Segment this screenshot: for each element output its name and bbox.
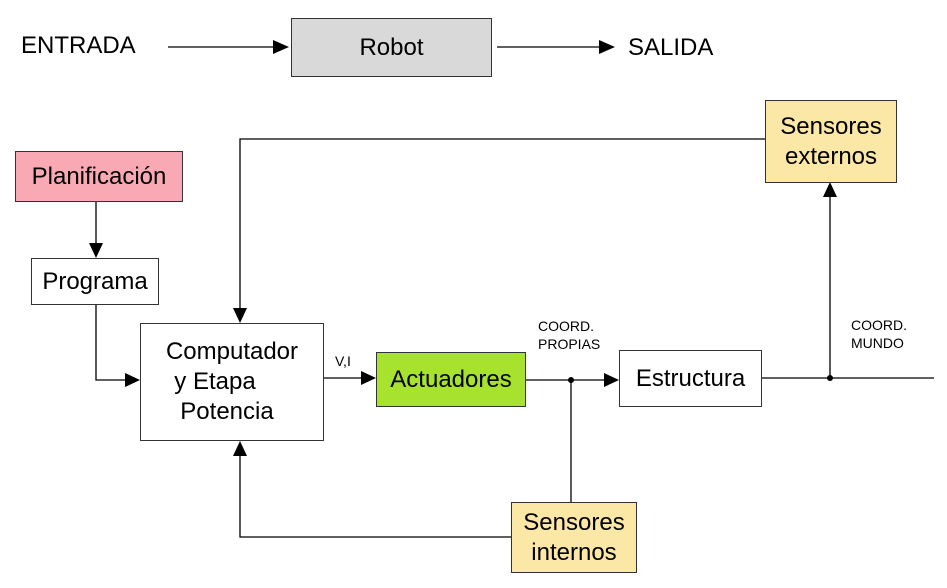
actuadores-label: Actuadores [390,365,512,393]
external-feedback-arrowhead [233,308,247,323]
coord-propias-label-2: PROPIAS [538,336,601,352]
computador-line-3: Potencia [180,398,274,425]
programa-to-computador-arrowhead [125,373,140,387]
planificacion-label: Planificación [31,162,167,190]
sensores-externos-block: Sensores externos [765,100,897,183]
computador-to-actuadores-arrowhead [361,371,376,385]
programa-block: Programa [31,258,159,305]
coord-propias-label-1: COORD. [538,318,594,334]
planificacion-to-programa-arrowhead [89,243,103,258]
external-sensor-tap-arrowhead [823,182,837,197]
vi-signal-label: V,I [335,353,351,369]
sensores-internos-block: Sensores internos [511,502,637,573]
internal-feedback-line [239,455,512,538]
sensores-internos-line-2: internos [531,538,617,566]
salida-label: SALIDA [628,34,714,61]
estructura-label: Estructura [635,364,746,392]
actuadores-to-estructura-arrowhead [604,373,619,387]
entrada-label: ENTRADA [21,32,136,59]
sensores-externos-line-2: externos [784,142,878,170]
sensores-externos-line-1: Sensores [780,112,882,140]
actuadores-block: Actuadores [376,352,526,407]
programa-label: Programa [42,267,148,295]
coord-mundo-label-1: COORD. [851,317,907,333]
internal-feedback-arrowhead [233,441,247,456]
robot-label: Robot [359,33,424,61]
computador-block: Computador y Etapa Potencia [140,323,324,441]
programa-to-computador-line [95,305,128,381]
output-arrowhead [599,40,615,54]
planificacion-block: Planificación [15,151,183,202]
robot-block: Robot [291,18,492,77]
input-arrowhead [273,40,289,54]
computador-line-2: y Etapa [174,368,256,395]
computador-line-1: Computador [165,338,299,365]
coord-mundo-label-2: MUNDO [851,335,904,351]
estructura-block: Estructura [619,350,762,407]
sensores-internos-line-1: Sensores [523,508,625,536]
external-feedback-line [239,138,765,310]
